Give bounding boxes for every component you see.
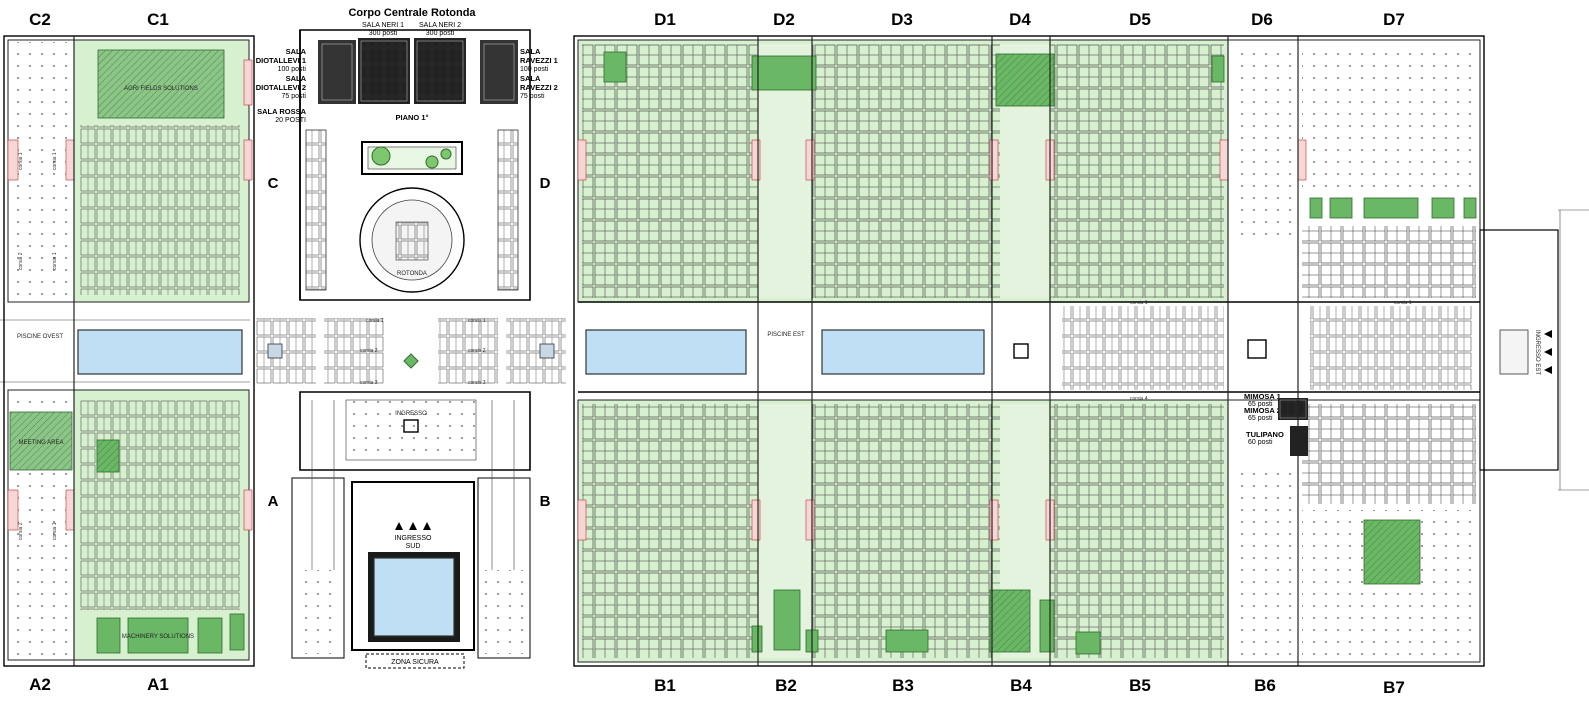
svg-text:ROTONDA: ROTONDA: [397, 271, 427, 277]
svg-text:RAVEZZI 2: RAVEZZI 2: [520, 83, 558, 92]
hall-label-d4: D4: [1009, 10, 1031, 29]
svg-text:INGRESSO EST: INGRESSO EST: [1534, 330, 1540, 375]
svg-text:PIANO 1°: PIANO 1°: [395, 113, 428, 122]
svg-text:SALA: SALA: [286, 74, 307, 83]
hall-label-d6: D6: [1251, 10, 1273, 29]
svg-text:corsia 2: corsia 2: [18, 252, 24, 270]
piscine-est-label: PISCINE EST: [767, 332, 805, 338]
svg-text:ZONA SICURA: ZONA SICURA: [391, 659, 439, 666]
svg-text:SALA ROSSA: SALA ROSSA: [257, 107, 306, 116]
svg-text:corsia 1: corsia 1: [366, 318, 384, 324]
hall-label-b2: B2: [775, 676, 797, 695]
pool-east-1: [585, 329, 747, 375]
hall-label-b5: B5: [1129, 676, 1151, 695]
agri-fields-label: AGRI FIELDS SOLUTIONS: [124, 86, 198, 92]
svg-text:DIOTALLEVI 1: DIOTALLEVI 1: [256, 56, 306, 65]
svg-text:corsia 2: corsia 2: [18, 522, 24, 540]
svg-text:60 posti: 60 posti: [1248, 439, 1273, 446]
meeting-area-label: MEETING AREA: [18, 440, 63, 446]
svg-text:300 posti: 300 posti: [426, 30, 455, 37]
svg-text:SALA NERI 2: SALA NERI 2: [419, 22, 461, 29]
hall-label-b7: B7: [1383, 678, 1405, 697]
hall-label-a1: A1: [147, 675, 169, 694]
wing-c: C: [268, 175, 279, 192]
svg-text:DIOTALLEVI 2: DIOTALLEVI 2: [256, 83, 306, 92]
hall-label-b3: B3: [892, 676, 914, 695]
svg-text:SALA: SALA: [286, 47, 307, 56]
svg-text:corsia 1: corsia 1: [1394, 300, 1412, 306]
svg-text:corsia 3: corsia 3: [360, 380, 378, 386]
wing-a: A: [268, 493, 279, 510]
svg-text:75 posti: 75 posti: [281, 93, 306, 100]
svg-text:MIMOSA 1: MIMOSA 1: [1244, 392, 1281, 401]
svg-text:65 posti: 65 posti: [1248, 415, 1273, 422]
hall-labels: C2 C1 D1 D2 D3 D4 D5 D6 D7 A2 A1 B1 B2 B…: [29, 10, 1405, 697]
svg-text:corsia 2: corsia 2: [468, 348, 486, 354]
svg-text:corsia 3: corsia 3: [468, 380, 486, 386]
svg-text:100 posti: 100 posti: [520, 66, 549, 73]
machinery-area[interactable]: [96, 617, 121, 654]
svg-text:100 posti: 100 posti: [278, 66, 307, 73]
svg-text:SUD: SUD: [406, 543, 421, 550]
hall-label-c2: C2: [29, 10, 51, 29]
svg-text:SALA NERI 1: SALA NERI 1: [362, 22, 404, 29]
wing-d: D: [540, 175, 551, 192]
svg-text:20 POSTI: 20 POSTI: [275, 117, 306, 124]
svg-text:300 posti: 300 posti: [369, 30, 398, 37]
zona-sicura: [365, 653, 465, 669]
hall-label-d5: D5: [1129, 10, 1151, 29]
hall-label-c1: C1: [147, 10, 169, 29]
hall-label-d7: D7: [1383, 10, 1405, 29]
central-building: Corpo Centrale Rotonda SALA NERI 1 300 p…: [256, 7, 566, 669]
svg-text:75 posti: 75 posti: [520, 93, 545, 100]
svg-text:65 posti: 65 posti: [1248, 401, 1273, 408]
pool-east-2: [821, 329, 985, 375]
svg-text:RAVEZZI 1: RAVEZZI 1: [520, 56, 558, 65]
machinery-label: MACHINERY SOLUTIONS: [122, 634, 194, 640]
outer-walls: [3, 35, 1485, 667]
wing-b: B: [540, 493, 551, 510]
pool-west: [77, 329, 243, 375]
piscine-ovest-label: PISCINE OVEST: [17, 334, 63, 340]
hall-label-d2: D2: [773, 10, 795, 29]
hall-label-b6: B6: [1254, 676, 1276, 695]
east-pavilions: PISCINE EST corsia 1 corsia 1 corsia 4 M…: [577, 39, 1589, 663]
svg-text:corsia 1: corsia 1: [52, 252, 58, 270]
svg-text:corsia 1: corsia 1: [52, 522, 58, 540]
west-pavilions: AGRI FIELDS SOLUTIONS MEETING AREA MACHI…: [0, 39, 253, 661]
svg-text:corsia 1: corsia 1: [1130, 300, 1148, 306]
svg-text:MIMOSA 2: MIMOSA 2: [1244, 406, 1281, 415]
svg-text:corsia 1: corsia 1: [52, 152, 58, 170]
central-title: Corpo Centrale Rotonda: [348, 7, 476, 19]
svg-text:corsia 2: corsia 2: [360, 348, 378, 354]
svg-text:INGRESSO: INGRESSO: [395, 411, 427, 417]
svg-text:corsia 1: corsia 1: [468, 318, 486, 324]
hall-label-d3: D3: [891, 10, 913, 29]
hall-label-b4: B4: [1010, 676, 1032, 695]
svg-text:TULIPANO: TULIPANO: [1246, 430, 1284, 439]
svg-text:corsia 1: corsia 1: [18, 152, 24, 170]
hall-label-d1: D1: [654, 10, 676, 29]
hall-label-a2: A2: [29, 675, 51, 694]
hall-label-b1: B1: [654, 676, 676, 695]
svg-text:INGRESSO: INGRESSO: [395, 535, 433, 542]
svg-text:corsia 4: corsia 4: [1130, 396, 1148, 402]
